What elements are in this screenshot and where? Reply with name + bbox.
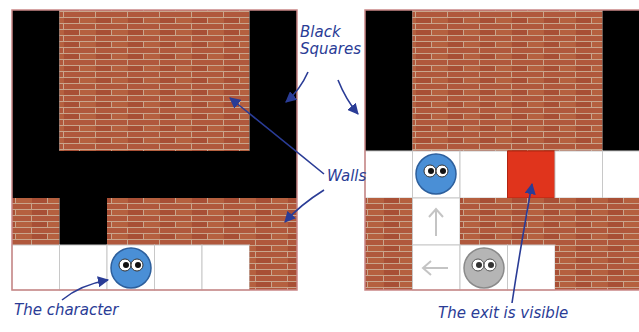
character-pupil bbox=[428, 168, 434, 174]
brick-wall bbox=[413, 10, 603, 151]
leader-arrow bbox=[230, 98, 324, 174]
brick-wall bbox=[460, 198, 639, 245]
leader-arrow bbox=[285, 190, 324, 222]
floor-cell bbox=[555, 151, 603, 198]
previous-character bbox=[464, 248, 504, 288]
leader-arrow bbox=[338, 80, 358, 114]
floor-cell bbox=[365, 151, 413, 198]
floor-cell bbox=[202, 245, 250, 290]
floor-cell bbox=[413, 245, 461, 290]
character-eye bbox=[484, 259, 496, 271]
character-pupil bbox=[488, 262, 494, 268]
character-pupil bbox=[123, 262, 129, 268]
character-eye bbox=[131, 259, 143, 271]
right-game-panel bbox=[365, 10, 639, 290]
black-square bbox=[12, 10, 60, 151]
leader-arrow bbox=[62, 280, 108, 300]
brick-wall bbox=[60, 10, 250, 151]
character-pupil bbox=[135, 262, 141, 268]
brick-wall bbox=[365, 198, 413, 245]
panel-border bbox=[12, 10, 297, 290]
floor-cell bbox=[413, 198, 461, 245]
annotation-arrows bbox=[62, 72, 532, 303]
annotation-label: The exit is visible bbox=[438, 305, 568, 322]
black-square bbox=[250, 10, 298, 151]
character-pupil bbox=[440, 168, 446, 174]
annotation-label: Black Squares bbox=[300, 24, 362, 59]
floor-cell bbox=[460, 151, 508, 198]
panel-border bbox=[365, 10, 639, 290]
character-eye bbox=[424, 165, 436, 177]
character-body bbox=[111, 248, 151, 288]
character-eye bbox=[119, 259, 131, 271]
black-square bbox=[60, 198, 108, 245]
character-eye bbox=[436, 165, 448, 177]
character-body bbox=[416, 154, 456, 194]
character-body bbox=[464, 248, 504, 288]
brick-wall bbox=[555, 245, 639, 290]
black-square bbox=[12, 151, 297, 198]
annotation-label: Walls bbox=[327, 168, 366, 185]
brick-wall bbox=[107, 198, 297, 245]
path-arrow-left bbox=[423, 261, 448, 275]
floor-cell bbox=[155, 245, 203, 290]
leader-arrow bbox=[286, 72, 308, 102]
brick-wall bbox=[365, 245, 413, 290]
path-arrow-up bbox=[429, 209, 443, 236]
floor-cell bbox=[460, 245, 508, 290]
brick-wall bbox=[12, 198, 60, 245]
floor-cell bbox=[107, 245, 155, 290]
brick-wall bbox=[250, 245, 298, 290]
character-eye bbox=[472, 259, 484, 271]
floor-cell bbox=[12, 245, 60, 290]
floor-cell bbox=[60, 245, 108, 290]
leader-arrow bbox=[512, 184, 532, 303]
annotation-label: The character bbox=[14, 302, 119, 319]
character bbox=[416, 154, 456, 194]
black-square bbox=[365, 10, 413, 151]
character-pupil bbox=[476, 262, 482, 268]
character bbox=[111, 248, 151, 288]
black-square bbox=[603, 10, 639, 151]
left-game-panel bbox=[12, 10, 297, 290]
floor-cell bbox=[603, 151, 639, 198]
floor-cell bbox=[413, 151, 461, 198]
